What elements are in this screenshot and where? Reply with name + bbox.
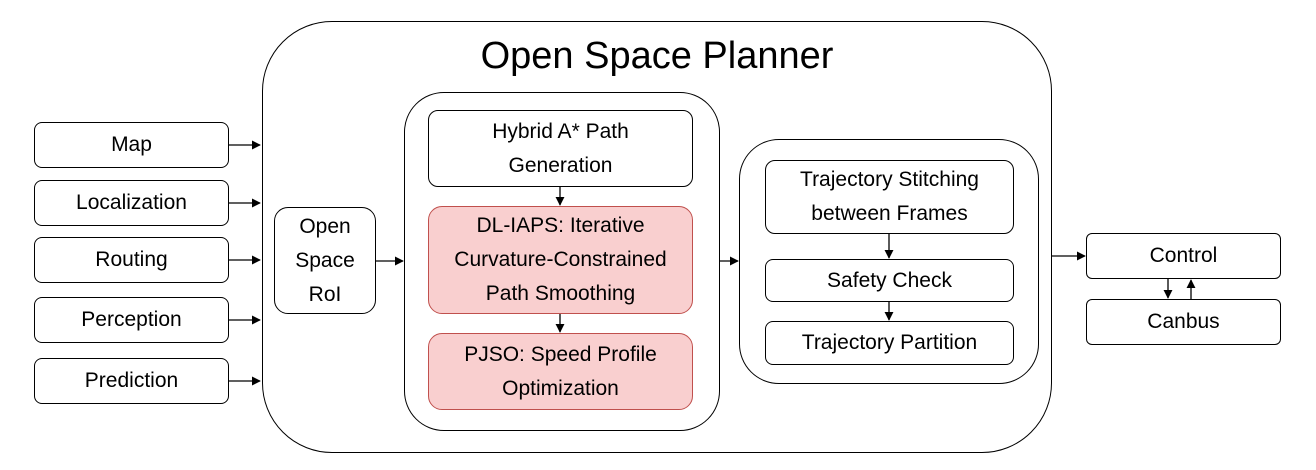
trajectory-stitching-box: Trajectory Stitching between Frames [765, 160, 1014, 234]
hybrid-a-star-box: Hybrid A* Path Generation [428, 110, 693, 187]
trajectory-partition-box: Trajectory Partition [765, 321, 1014, 365]
dl-iaps-box: DL-IAPS: Iterative Curvature-Constrained… [428, 206, 693, 314]
pjso-box: PJSO: Speed Profile Optimization [428, 333, 693, 410]
input-localization: Localization [34, 180, 229, 226]
input-prediction: Prediction [34, 358, 229, 404]
path-optimization-container [404, 92, 720, 431]
safety-check-box: Safety Check [765, 259, 1014, 302]
open-space-planner-container [262, 21, 1052, 453]
input-routing: Routing [34, 237, 229, 283]
input-perception: Perception [34, 297, 229, 343]
open-space-roi-box: Open Space RoI [274, 207, 376, 314]
canbus-box: Canbus [1086, 299, 1281, 345]
trajectory-processing-container [739, 139, 1039, 384]
control-box: Control [1086, 233, 1281, 279]
planner-title: Open Space Planner [480, 35, 834, 77]
input-map: Map [34, 122, 229, 168]
